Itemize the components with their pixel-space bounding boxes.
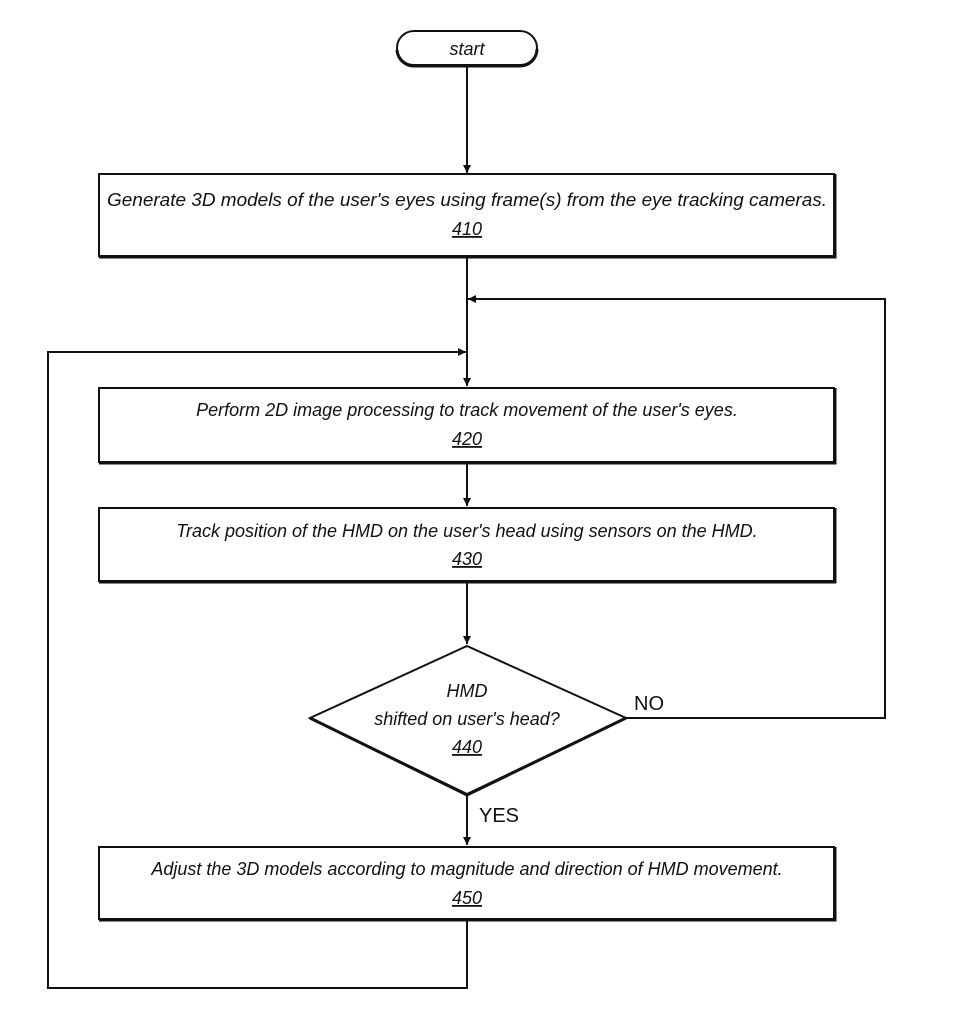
step-420-text: Perform 2D image processing to track mov…	[196, 400, 738, 420]
decision-line2: shifted on user's head?	[374, 709, 560, 729]
yes-label: YES	[479, 805, 519, 827]
decision-440: HMD shifted on user's head? 440	[310, 646, 626, 795]
step-430-text: Track position of the HMD on the user's …	[176, 521, 757, 541]
step-450-text: Adjust the 3D models according to magnit…	[150, 859, 782, 879]
start-label: start	[449, 39, 485, 59]
step-410-box: Generate 3D models of the user's eyes us…	[99, 174, 835, 257]
step-430-ref: 430	[452, 549, 482, 569]
step-410-text: Generate 3D models of the user's eyes us…	[107, 190, 827, 210]
start-terminator: start	[397, 31, 537, 66]
no-label: NO	[634, 693, 664, 715]
step-450-ref: 450	[452, 888, 482, 908]
step-430-box: Track position of the HMD on the user's …	[99, 508, 835, 582]
decision-line1: HMD	[447, 681, 488, 701]
step-420-box: Perform 2D image processing to track mov…	[99, 388, 835, 463]
step-450-box: Adjust the 3D models according to magnit…	[99, 847, 835, 920]
decision-ref: 440	[452, 737, 482, 757]
step-420-ref: 420	[452, 429, 482, 449]
step-410-ref: 410	[452, 219, 482, 239]
